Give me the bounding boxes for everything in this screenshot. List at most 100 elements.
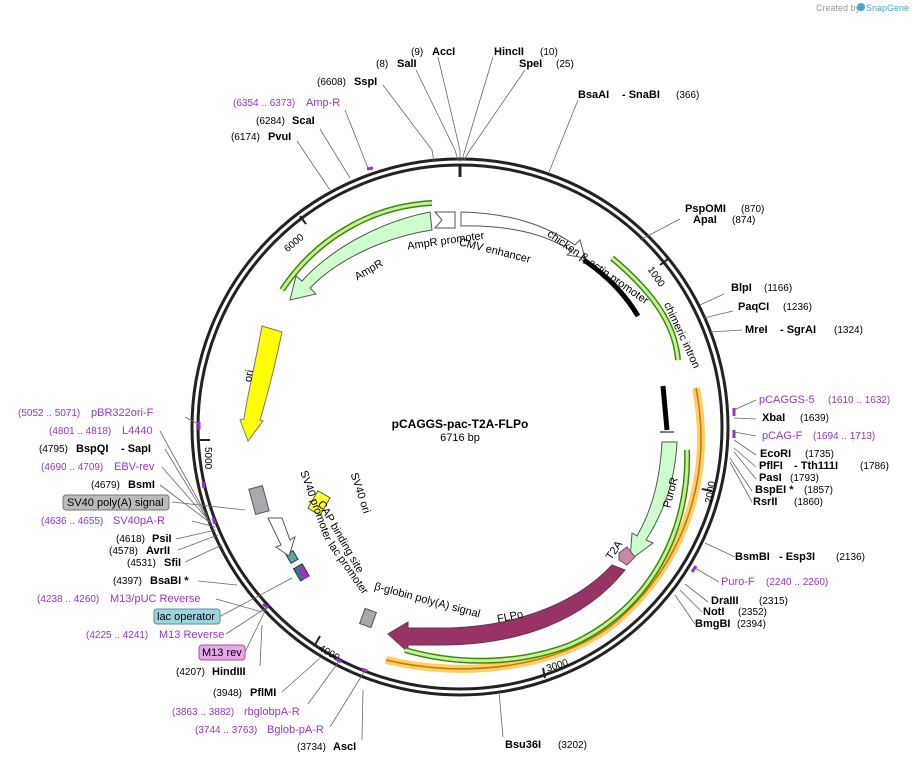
primer-name: pCAG-F — [762, 430, 803, 442]
connector — [191, 520, 216, 528]
cba-promoter-arc — [582, 257, 641, 318]
connector — [177, 534, 219, 551]
connector — [382, 84, 435, 163]
primer-name: M13 Reverse — [159, 629, 224, 641]
site-name: - SapI — [121, 443, 151, 455]
primer-markers — [197, 166, 736, 673]
primer-mark — [690, 565, 698, 573]
connector — [729, 457, 753, 492]
globin-label: β-globin poly(A) signal — [373, 581, 481, 621]
site-pos: (4795) — [39, 444, 68, 455]
primer-pos: (4690 .. 4709) — [41, 462, 103, 473]
connector — [296, 140, 331, 191]
connector — [361, 689, 364, 741]
ampr-arrow — [289, 211, 433, 301]
cba-promoter-label: chicken β-actin promoter — [545, 228, 651, 307]
primer-mark — [262, 602, 269, 610]
t2a-marker — [618, 546, 636, 566]
site-name: - Esp3I — [779, 551, 815, 563]
m13-rev-label-box — [198, 644, 246, 661]
primer-pos: (4801 .. 4818) — [49, 426, 111, 437]
site-name: AvrII — [146, 545, 170, 557]
site-pos: (870) — [741, 204, 764, 215]
connector — [319, 128, 351, 179]
site-name: ApaI — [693, 214, 717, 226]
primer-mark — [366, 166, 374, 171]
connector — [344, 109, 369, 169]
primer-pos: (3744 .. 3763) — [195, 725, 257, 736]
site-pos: (4618) — [116, 534, 145, 545]
connector — [733, 451, 757, 480]
ampr-promoter-arrow — [433, 211, 456, 229]
primer-pos: (1610 .. 1632) — [828, 395, 890, 406]
tick-mark — [299, 215, 307, 225]
connector — [159, 430, 209, 519]
connector — [175, 529, 217, 540]
sv40-polya-label: SV40 poly(A) signal — [67, 497, 164, 509]
site-pos: (8) — [376, 59, 388, 70]
connector — [215, 598, 263, 613]
tick-mark — [701, 488, 713, 492]
connector — [225, 607, 267, 635]
connector — [437, 56, 461, 162]
site-pos: (1324) — [834, 325, 863, 336]
connector — [463, 69, 526, 161]
site-pos: (4578) — [109, 546, 138, 557]
sv40-promoter-arrow — [267, 517, 296, 557]
plasmid-size: 6716 bp — [440, 432, 480, 444]
site-name: - SgrAI — [780, 324, 816, 336]
primer-name: rbglobpA-R — [244, 706, 300, 718]
primer-mark — [211, 517, 217, 525]
connector — [171, 501, 246, 511]
site-pos: (1639) — [800, 413, 829, 424]
site-name: RsrII — [753, 496, 777, 508]
primer-name: M13/pUC Reverse — [110, 593, 200, 605]
features — [239, 200, 705, 673]
connector — [733, 399, 757, 411]
connector — [218, 577, 293, 618]
tick-1000: 1000 — [645, 265, 667, 290]
primer-name: Puro-F — [721, 576, 755, 588]
cmv-enhancer-label: CMV enhancer — [458, 236, 532, 265]
connector — [704, 542, 736, 558]
site-name: EcoRI — [760, 448, 791, 460]
site-name: MreI — [745, 324, 768, 336]
site-name: PsiI — [152, 533, 172, 545]
cmv-enhancer-arrow — [460, 211, 586, 259]
connector — [164, 448, 209, 521]
tick-6000: 6000 — [282, 232, 306, 255]
primer-pos: (6354 .. 6373) — [233, 98, 295, 109]
connector — [679, 589, 703, 613]
primer-pos: (3863 .. 3882) — [172, 707, 234, 718]
site-pos: (1786) — [860, 461, 889, 472]
site-pos: (6608) — [317, 77, 346, 88]
site-name: XbaI — [762, 412, 785, 424]
sv40-ori-label: SV40 ori — [348, 471, 372, 515]
connector — [694, 567, 720, 583]
connector — [548, 99, 579, 173]
site-name: NotI — [703, 606, 724, 618]
created-by-text: Created by — [816, 3, 861, 13]
connector — [307, 659, 341, 705]
primer-name: SV40pA-R — [113, 515, 165, 527]
site-connectors — [159, 56, 757, 741]
connector — [259, 624, 263, 667]
site-pos: (9) — [411, 47, 423, 58]
site-name: PspOMI — [685, 203, 726, 215]
connector — [703, 310, 734, 319]
site-pos: (1857) — [804, 485, 833, 496]
primer-name: Amp-R — [306, 97, 340, 109]
connector — [244, 604, 269, 653]
ampr-label: AmpR — [353, 257, 386, 283]
m13-primer-mark — [297, 566, 309, 580]
globin-polya-box — [358, 607, 378, 629]
site-name: SpeI — [519, 58, 542, 70]
site-name: AccI — [432, 46, 455, 58]
primer-pos: (2240 .. 2260) — [766, 577, 828, 588]
site-name: BspEI * — [755, 484, 794, 496]
black-segment — [660, 385, 670, 431]
connector — [197, 580, 238, 586]
site-name: PaqCI — [738, 301, 769, 313]
sv40-polya-box — [248, 485, 270, 515]
primer-mark — [201, 481, 206, 489]
